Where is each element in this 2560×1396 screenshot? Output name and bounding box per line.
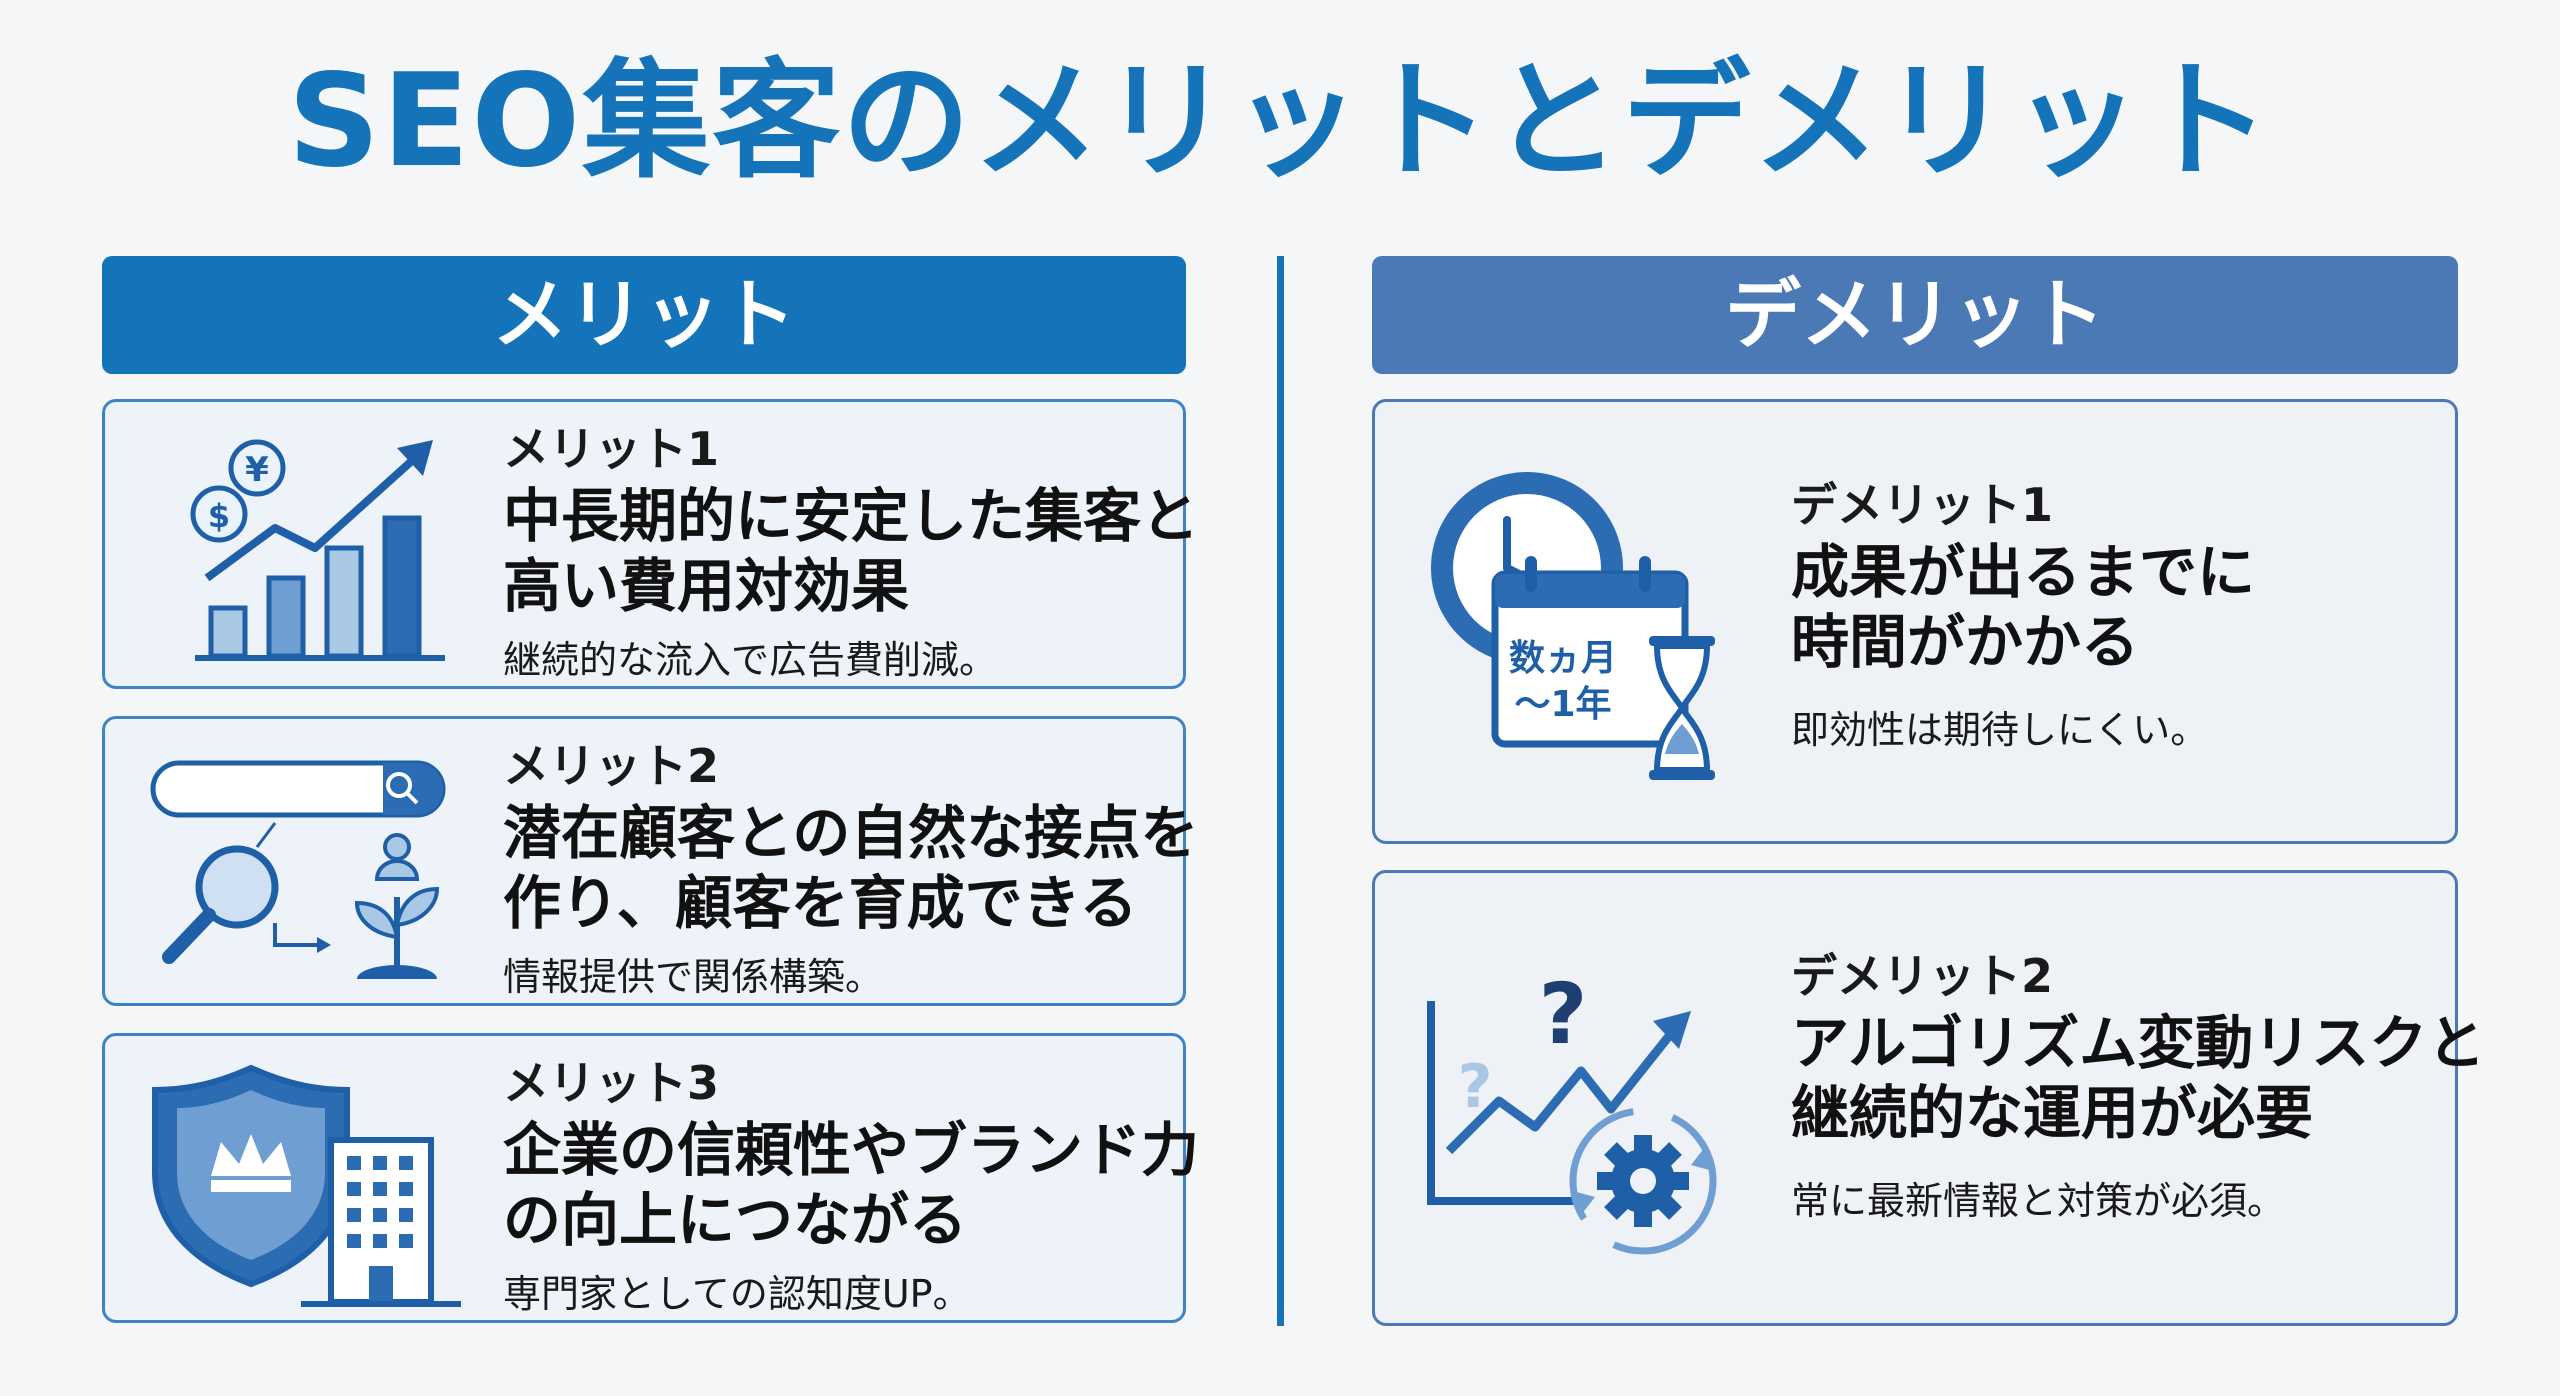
merit-2-headline: 潜在顧客との自然な接点を 作り、顧客を育成できる (503, 798, 1199, 938)
growth-chart-icon: ¥ $ (175, 428, 515, 672)
volatile-chart-gear-icon: ? ? (1421, 951, 1751, 1275)
calendar-text-2: ～1年 (1514, 684, 1611, 725)
demerit-card-1: 数ヵ月 ～1年 デメリット1 成果が出るまでに 時間がかかる 即効性は期待しにく… (1372, 399, 2458, 844)
merit-column-header: メリット (102, 256, 1186, 374)
demerit-1-label: デメリット1 (1791, 478, 2054, 532)
demerit-column-header: デメリット (1372, 256, 2458, 374)
merit-1-headline: 中長期的に安定した集客と 高い費用対効果 (503, 481, 1200, 621)
svg-text:$: $ (208, 497, 230, 535)
demerit-2-label: デメリット2 (1791, 949, 2054, 1003)
merit-3-label: メリット3 (503, 1056, 720, 1110)
calendar-text-1: 数ヵ月 (1509, 638, 1617, 679)
demerit-1-headline: 成果が出るまでに 時間がかかる (1791, 537, 2256, 677)
column-divider (1277, 256, 1284, 1326)
demerit-card-2: ? ? デメリット2 アルゴリズム変動リスク (1372, 870, 2485, 1326)
demerit-1-desc: 即効性は期待しにくい。 (1791, 708, 2209, 753)
svg-text:¥: ¥ (245, 450, 269, 490)
merit-1-desc: 継続的な流入で広告費削減。 (503, 638, 998, 683)
merit-2-label: メリット2 (503, 739, 720, 793)
demerit-2-headline: アルゴリズム変動リスクと 継続的な運用が必要 (1791, 1008, 2486, 1148)
merit-card-1: ¥ $ メリット1 中長期的に安定した集客と 高い費用対効果 継続的な流入で広告… (102, 399, 1199, 689)
question-mark-large: ? (1539, 965, 1588, 1063)
merit-2-desc: 情報提供で関係構築。 (503, 955, 884, 1000)
merit-3-desc: 専門家としての認知度UP。 (503, 1272, 971, 1317)
merit-3-headline: 企業の信頼性やブランド力 の向上につながる (503, 1115, 1200, 1255)
search-nurture-icon (145, 747, 505, 991)
merit-card-2: メリット2 潜在顧客との自然な接点を 作り、顧客を育成できる 情報提供で関係構築… (102, 716, 1198, 1006)
shield-crown-icon (151, 1060, 511, 1314)
merit-card-3: メリット3 企業の信頼性やブランド力 の向上につながる 専門家としての認知度UP… (102, 1033, 1199, 1323)
demerit-2-desc: 常に最新情報と対策が必須。 (1791, 1179, 2286, 1224)
page-title: SEO集客のメリットとデメリット (287, 47, 2273, 196)
merit-1-label: メリット1 (503, 422, 720, 476)
clock-calendar-icon: 数ヵ月 ～1年 (1417, 464, 1747, 788)
